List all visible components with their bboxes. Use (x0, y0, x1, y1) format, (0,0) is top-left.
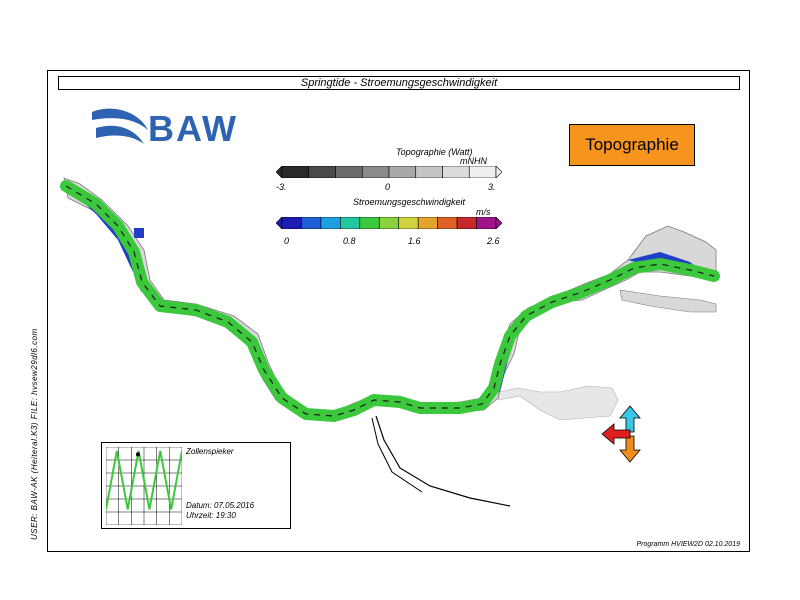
tidal-flat-right-arm (619, 289, 717, 313)
tributary-line (375, 415, 511, 507)
tide-inset: Zollenspieker Datum: 07.05.2016 Uhrzeit:… (101, 442, 291, 529)
topo-tick-min: -3. (276, 182, 287, 192)
speed-legend-arrow-right (495, 217, 502, 229)
main-channel (60, 180, 720, 422)
tide-curve-line (106, 450, 182, 510)
tide-curve-plot (106, 447, 182, 525)
speed-tick-0: 0 (284, 236, 290, 246)
topo-legend-title: Topographie (Watt) (396, 147, 473, 157)
map-title: Springtide - Stroemungsgeschwindigkeit (58, 76, 740, 90)
speed-tick-2: 1.6 (408, 236, 421, 246)
tide-station: Zollenspieker (186, 447, 234, 456)
tributary-line-2 (371, 417, 423, 493)
topographie-button[interactable]: Topographie (569, 124, 695, 166)
topo-legend-unit: mNHN (460, 156, 487, 166)
speed-legend-unit: m/s (476, 207, 491, 217)
program-footer: Programm HVIEW2D 02.10.2019 (636, 541, 741, 548)
topo-legend-arrow-right (495, 166, 502, 178)
direction-arrows-icon (601, 405, 641, 463)
tide-current-marker (135, 452, 140, 457)
baw-logo-text: BAW (148, 108, 238, 149)
topo-color-bar (276, 166, 502, 178)
speed-tick-3: 2.6 (487, 236, 500, 246)
speed-legend-title: Stroemungsgeschwindigkeit (353, 197, 466, 207)
tide-time: Uhrzeit: 19:30 (186, 511, 236, 520)
baw-logo-icon (92, 108, 148, 144)
shallow-water-patch (134, 228, 144, 238)
speed-color-bar (276, 217, 502, 229)
topo-tick-max: 3. (488, 182, 496, 192)
tidal-flat-lower-right (497, 385, 619, 421)
tide-date: Datum: 07.05.2016 (186, 501, 255, 510)
map-frame (47, 70, 750, 552)
main-channel-core (65, 185, 715, 417)
topo-tick-mid: 0 (385, 182, 391, 192)
user-file-label: USER: BAW-AK (Heiteral.K3) FILE: hvsew29… (30, 328, 39, 540)
speed-tick-1: 0.8 (343, 236, 356, 246)
